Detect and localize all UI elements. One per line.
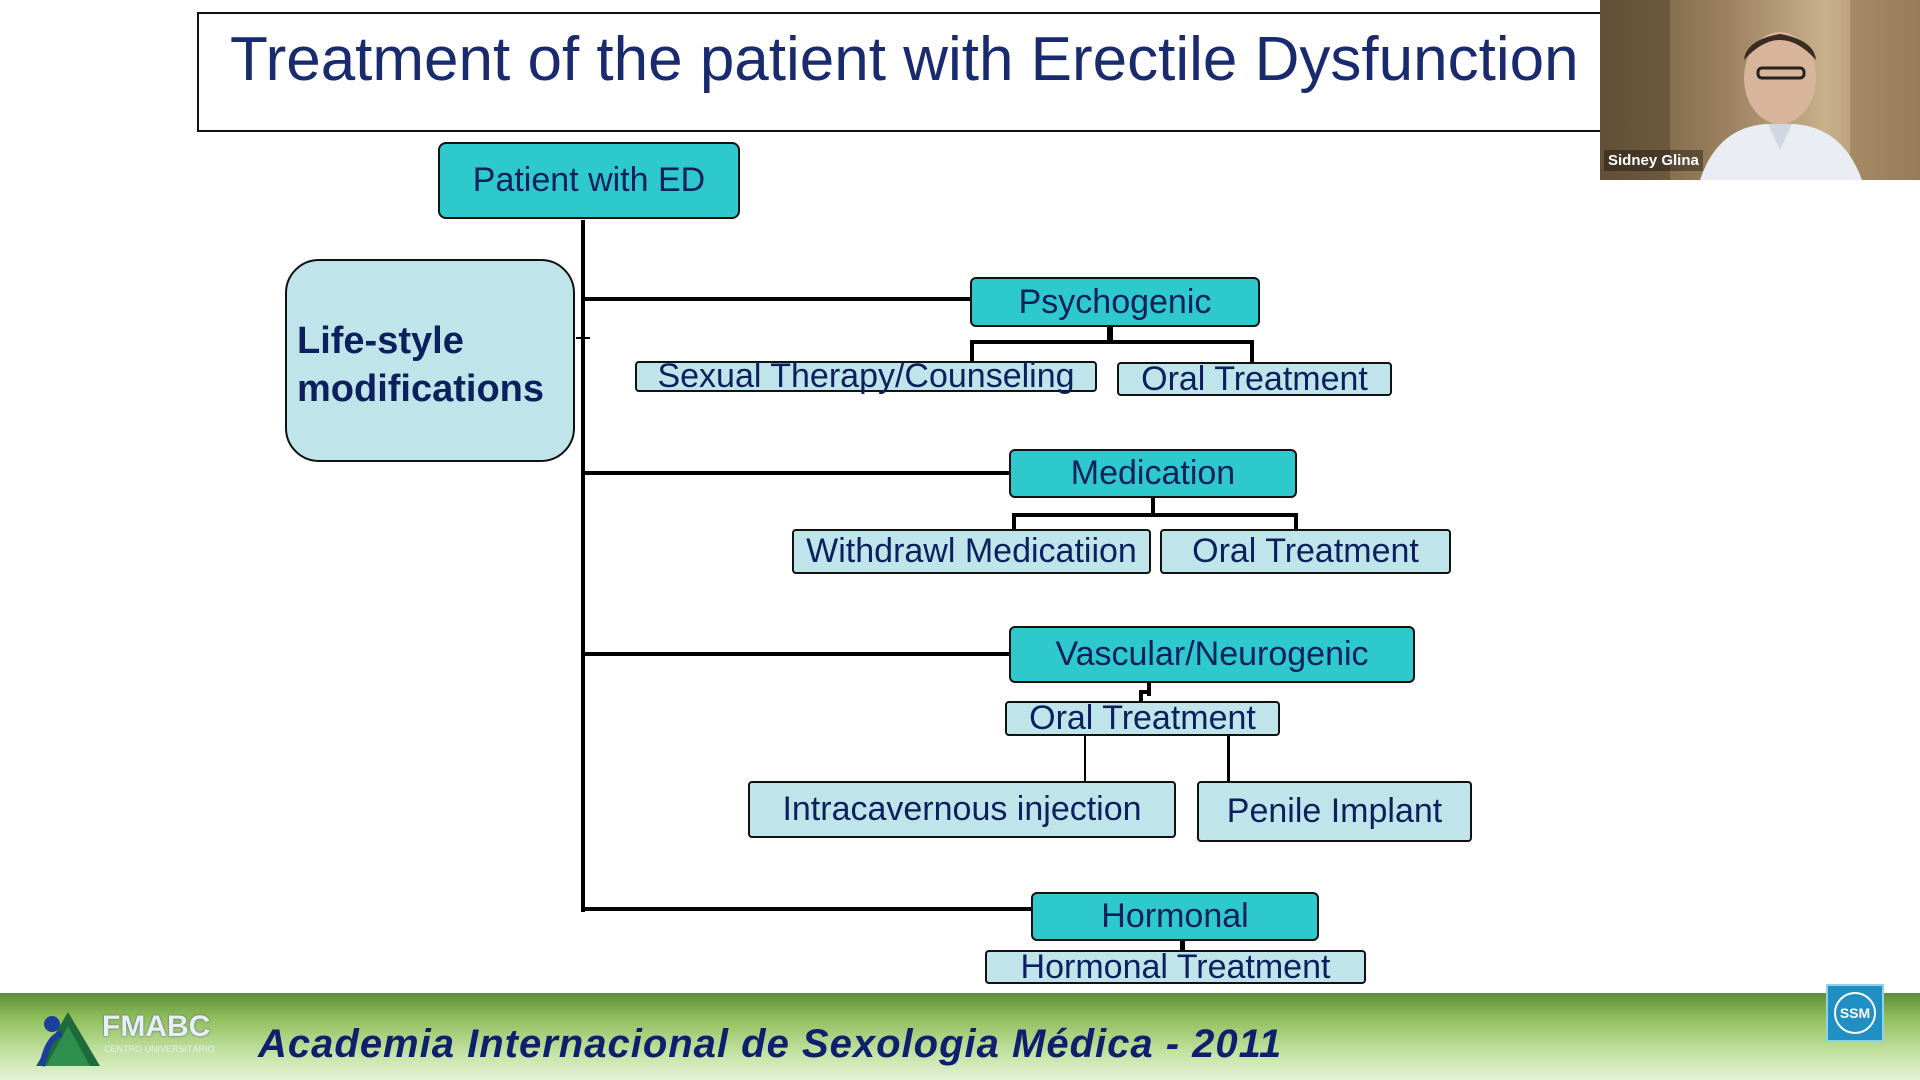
fmabc-logo-text: FMABC	[102, 1010, 211, 1043]
title-box	[197, 12, 1627, 132]
stem-intracavernous	[1084, 736, 1086, 782]
participant-name-label: Sidney Glina	[1604, 150, 1703, 171]
branch-line-medication	[581, 471, 1010, 475]
node-lifestyle-modifications: Life-style modifications	[285, 259, 575, 462]
node-vascular-oral-treatment: Oral Treatment	[1005, 699, 1280, 737]
slide-title: Treatment of the patient with Erectile D…	[230, 25, 1579, 94]
ssm-logo-badge: SSM	[1826, 984, 1884, 1042]
node-medication-oral-treatment: Oral Treatment	[1160, 529, 1451, 574]
ssm-logo-text: SSM	[1834, 992, 1876, 1034]
tick-mark	[576, 337, 590, 339]
fork-psychogenic-bar	[970, 340, 1254, 344]
node-vascular-neurogenic: Vascular/Neurogenic	[1009, 626, 1415, 683]
branch-line-psychogenic	[581, 297, 971, 301]
footer-band	[0, 993, 1920, 1080]
lifestyle-line-1: Life-style	[297, 320, 464, 362]
branch-line-vascular	[581, 652, 1010, 656]
trunk-line	[581, 220, 585, 912]
fork-medication-right	[1294, 513, 1298, 531]
participant-video[interactable]	[1600, 0, 1920, 180]
fmabc-logo-icon	[32, 1006, 102, 1068]
node-hormonal: Hormonal	[1031, 892, 1319, 941]
fork-medication-stem	[1151, 495, 1155, 513]
fork-medication-left	[1012, 513, 1016, 531]
stem-vascular-a	[1147, 682, 1151, 696]
node-sexual-therapy: Sexual Therapy/Counseling	[635, 357, 1097, 395]
node-medication: Medication	[1009, 449, 1297, 498]
node-psychogenic: Psychogenic	[970, 277, 1260, 327]
node-penile-implant: Penile Implant	[1197, 781, 1472, 842]
node-hormonal-treatment: Hormonal Treatment	[985, 948, 1366, 986]
stem-vascular-b	[1139, 690, 1151, 694]
node-intracavernous-injection: Intracavernous injection	[748, 781, 1176, 838]
fork-medication-bar	[1012, 513, 1298, 517]
footer-title: Academia Internacional de Sexologia Médi…	[258, 1022, 1283, 1066]
stem-vascular-c	[1139, 690, 1143, 702]
branch-line-hormonal	[581, 907, 1033, 911]
fork-psychogenic-right	[1250, 340, 1254, 362]
fork-psychogenic-stem	[1107, 325, 1113, 340]
node-psychogenic-oral-treatment: Oral Treatment	[1117, 360, 1392, 398]
fork-psychogenic-left	[970, 340, 974, 362]
stem-hormonal	[1180, 940, 1185, 951]
stem-penile	[1227, 736, 1230, 782]
lifestyle-line-2: modifications	[297, 368, 545, 410]
fmabc-logo-subtext: CENTRO UNIVERSITÁRIO	[104, 1044, 215, 1054]
node-patient-with-ed: Patient with ED	[438, 142, 740, 219]
node-withdrawl-medication: Withdrawl Medicatiion	[792, 529, 1151, 574]
participant-silhouette-icon	[1600, 0, 1920, 180]
